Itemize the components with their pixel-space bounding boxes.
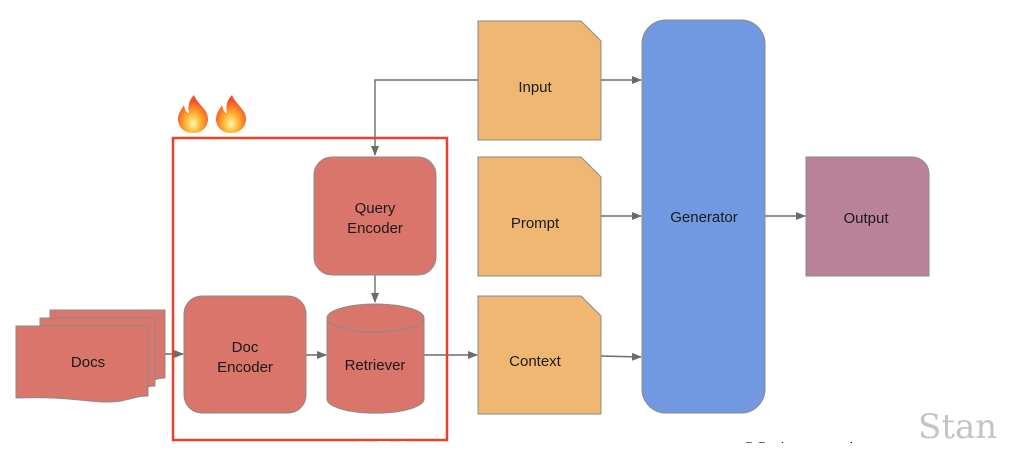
context-label: Context [509,353,562,370]
retriever-node: Retriever [326,303,425,414]
docs-label: Docs [71,354,105,371]
watermark: Stan [918,407,997,447]
trainable-highlight-box [171,136,449,442]
query-encoder-label-line1: Query [355,200,396,217]
query-encoder-label-line2: Encoder [347,220,403,237]
retriever-label: Retriever [345,357,406,374]
fire-icon [216,95,246,133]
fire-icon [178,95,208,133]
video-caption: some API we get some stuff back um [232,436,942,465]
output-label: Output [843,210,889,227]
prompt-node: Prompt [477,156,602,277]
doc-encoder-label-line1: Doc [232,339,259,356]
context-node: Context [477,295,602,415]
query-encoder-node: Query Encoder [313,156,437,276]
docs-node: Docs [15,309,166,403]
generator-node: Generator [641,19,766,414]
generator-label: Generator [670,209,738,226]
input-label: Input [518,79,552,96]
doc-encoder-label-line2: Encoder [217,359,273,376]
prompt-label: Prompt [511,215,560,232]
doc-encoder-node: Doc Encoder [183,295,307,414]
edge-context-to-generator [600,352,642,361]
edge-input-to-query-encoder [371,79,478,156]
output-node: Output [805,156,930,277]
input-node: Input [477,20,602,141]
